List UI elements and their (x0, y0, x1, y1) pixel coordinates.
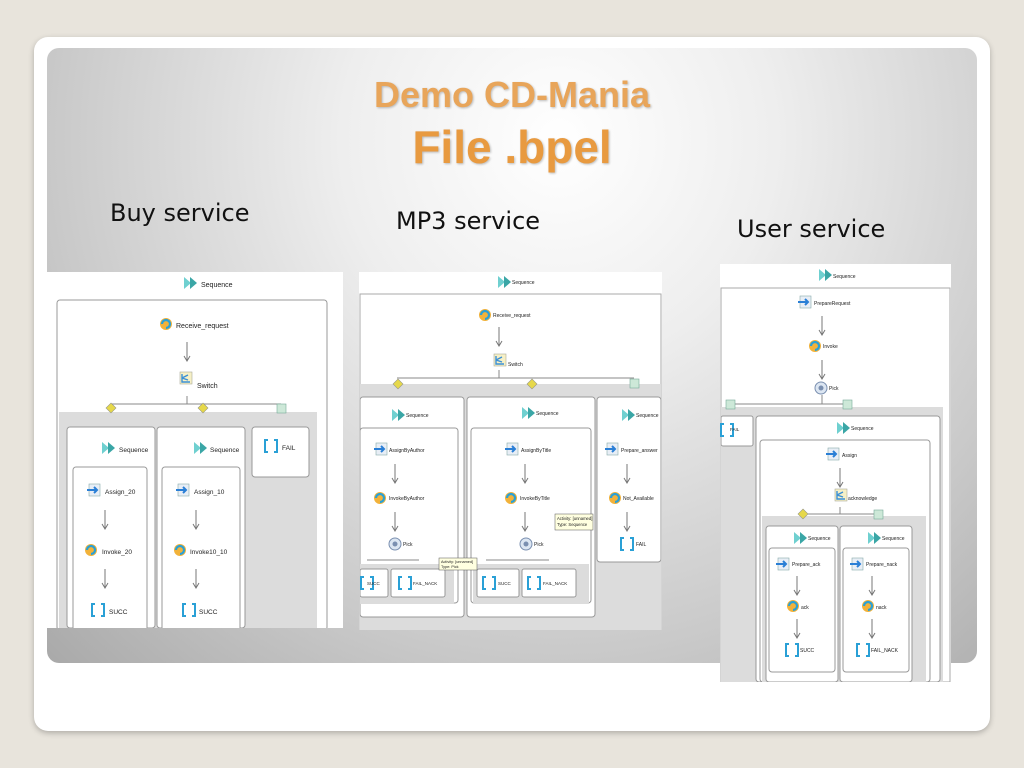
buy-receive-label: Receive_request (176, 323, 229, 330)
mp3-fail-nack-a-label: FAIL_NACK (413, 581, 437, 586)
mp3-succ-a-label: SUCC (367, 581, 381, 586)
buy-succ-a-label: SUCC (109, 609, 128, 616)
mp3-sequence-label: Sequence (512, 280, 535, 286)
mp3-pick-a-label: Pick (403, 542, 413, 548)
user-assign-label: Assign (842, 453, 857, 459)
mp3-receive-label: Receive_request (493, 313, 531, 319)
user-sequence-a-label: Sequence (808, 536, 831, 542)
user-sequence-label: Sequence (833, 274, 856, 280)
user-prepare-nack-label: Prepare_nack (866, 562, 898, 568)
buy-fail-label: FAIL (282, 445, 296, 452)
mp3-service-diagram: Sequence Receive_request Switch Sequence… (359, 272, 662, 630)
mp3-assign-a-label: AssignByAuthor (389, 448, 425, 454)
buy-sequence-b-label: Sequence (210, 447, 240, 454)
mp3-not-available-label: Not_Available (623, 496, 654, 502)
mp3-sequence-b-label: Sequence (536, 411, 559, 417)
user-prepare-request-label: PrepareRequest (814, 301, 851, 307)
user-sequence-outer-label: Sequence (851, 426, 874, 432)
mp3-tooltip-a-line2: Type: Pick (441, 565, 459, 569)
user-service-diagram: Sequence PrepareRequest Invoke Pick FAIL… (720, 264, 951, 682)
buy-assign-b-label: Assign_10 (194, 489, 225, 496)
mp3-fail-label: FAIL (636, 542, 647, 548)
buy-switch-label: Switch (197, 383, 218, 390)
mp3-assign-b-label: AssignByTitle (521, 448, 551, 454)
mp3-sequence-a-label: Sequence (406, 413, 429, 419)
mp3-pick-b-label: Pick (534, 542, 544, 548)
user-succ-label: SUCC (800, 648, 815, 654)
mp3-tooltip-b-line2: Type: Sequence (557, 522, 588, 527)
buy-sequence-label: Sequence (201, 282, 233, 289)
mp3-succ-b-label: SUCC (498, 581, 512, 586)
mp3-invoke-b-label: InvokeByTitle (520, 496, 550, 502)
user-invoke-label: Invoke (823, 344, 838, 350)
buy-sequence-a-label: Sequence (119, 447, 149, 454)
mp3-fail-nack-b-label: FAIL_NACK (543, 581, 567, 586)
buy-invoke-b-label: Invoke10_10 (190, 549, 228, 556)
mp3-switch-label: Switch (508, 362, 523, 368)
user-acknowledge-label: acknowledge (848, 496, 877, 502)
buy-invoke-a-label: Invoke_20 (102, 549, 132, 556)
slide-title: Demo CD-Mania (373, 74, 651, 115)
buy-succ-b-label: SUCC (199, 609, 218, 616)
caption-mp3-service: MP3 service (396, 207, 541, 235)
mp3-prepare-label: Prepare_answer (621, 448, 658, 454)
user-ack-label: ack (801, 605, 809, 611)
caption-buy-service: Buy service (110, 199, 250, 227)
mp3-tooltip-a-line1: Activity: [unnamed] (441, 560, 473, 564)
buy-assign-a-label: Assign_20 (105, 489, 136, 496)
user-prepare-ack-label: Prepare_ack (792, 562, 821, 568)
user-sequence-b-label: Sequence (882, 536, 905, 542)
user-fail-label: FAIL (730, 427, 740, 432)
mp3-invoke-a-label: InvokeByAuthor (389, 496, 425, 502)
buy-service-diagram: Sequence Receive_request Switch Sequence… (47, 272, 343, 628)
user-fail-nack-label: FAIL_NACK (871, 648, 899, 654)
mp3-tooltip-b-line1: Activity: [unnamed] (557, 516, 592, 521)
user-nack-label: nack (876, 605, 887, 611)
mp3-sequence-c-label: Sequence (636, 413, 659, 419)
user-pick-label: Pick (829, 386, 839, 392)
slide-subtitle: File .bpel (412, 121, 612, 173)
caption-user-service: User service (737, 215, 886, 243)
